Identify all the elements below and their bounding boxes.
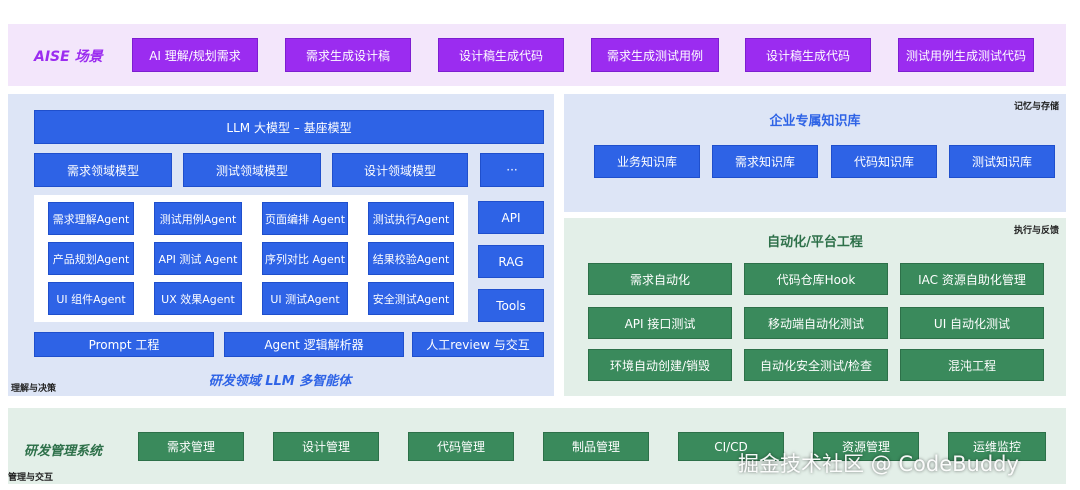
agent-1-1: 需求理解Agent — [48, 202, 134, 235]
agent-3-1: UI 组件Agent — [48, 282, 134, 315]
scene-item-5: 设计稿生成代码 — [745, 38, 871, 72]
scene-item-1: AI 理解/规划需求 — [132, 38, 258, 72]
auto-3-1: 环境自动创建/销毁 — [588, 349, 732, 381]
side-rag: RAG — [478, 245, 544, 278]
mgmt-title: 研发管理系统 — [24, 444, 103, 459]
auto-1-3: IAC 资源自助化管理 — [900, 263, 1044, 295]
kb-item-4: 测试知识库 — [949, 145, 1055, 178]
llm-base-model: LLM 大模型 – 基座模型 — [34, 110, 544, 144]
agent-1-2: 测试用例Agent — [154, 202, 242, 235]
mgmt-item-3: 代码管理 — [408, 432, 514, 461]
auto-1-1: 需求自动化 — [588, 263, 732, 295]
kb-item-1: 业务知识库 — [594, 145, 700, 178]
mgmt-item-4: 制品管理 — [543, 432, 649, 461]
agent-1-3: 页面编排 Agent — [262, 202, 348, 235]
kb-item-2: 需求知识库 — [712, 145, 818, 178]
agent-3-4: 安全测试Agent — [368, 282, 454, 315]
side-api: API — [478, 201, 544, 234]
agent-logic-parser: Agent 逻辑解析器 — [224, 332, 404, 357]
agent-3-3: UI 测试Agent — [262, 282, 348, 315]
agent-2-1: 产品规划Agent — [48, 242, 134, 275]
auto-2-1: API 接口测试 — [588, 307, 732, 339]
domain-model-1: 需求领域模型 — [34, 153, 172, 187]
domain-model-2: 测试领域模型 — [183, 153, 321, 187]
agent-2-2: API 测试 Agent — [154, 242, 242, 275]
auto-2-3: UI 自动化测试 — [900, 307, 1044, 339]
domain-model-3: 设计领域模型 — [332, 153, 468, 187]
kb-caption: 记忆与存储 — [1014, 102, 1060, 112]
automation-caption: 执行与反馈 — [1014, 226, 1060, 236]
auto-2-2: 移动端自动化测试 — [744, 307, 888, 339]
scene-item-2: 需求生成设计稿 — [285, 38, 411, 72]
kb-title: 企业专属知识库 — [769, 114, 861, 129]
auto-3-3: 混沌工程 — [900, 349, 1044, 381]
scene-item-4: 需求生成测试用例 — [591, 38, 719, 72]
watermark: 掘金技术社区 @ CodeBuddy — [738, 452, 1019, 476]
agent-2-3: 序列对比 Agent — [262, 242, 348, 275]
mgmt-item-7: 运维监控 — [948, 432, 1046, 461]
mgmt-item-2: 设计管理 — [273, 432, 379, 461]
domain-model-more: ··· — [480, 153, 544, 187]
mgmt-item-1: 需求管理 — [138, 432, 244, 461]
mgmt-item-5: CI/CD — [678, 432, 784, 461]
mgmt-item-6: 资源管理 — [813, 432, 919, 461]
auto-1-2: 代码仓库Hook — [744, 263, 888, 295]
kb-item-3: 代码知识库 — [831, 145, 937, 178]
human-review: 人工review 与交互 — [412, 332, 544, 357]
agent-1-4: 测试执行Agent — [368, 202, 454, 235]
prompt-engineering: Prompt 工程 — [34, 332, 214, 357]
scene-item-3: 设计稿生成代码 — [438, 38, 564, 72]
auto-3-2: 自动化安全测试/检查 — [744, 349, 888, 381]
automation-title: 自动化/平台工程 — [767, 235, 863, 250]
side-tools: Tools — [478, 289, 544, 322]
llm-panel-caption: 理解与决策 — [11, 384, 57, 394]
aise-scene-title: AISE 场景 — [34, 49, 103, 65]
mgmt-caption: 管理与交互 — [8, 473, 54, 483]
llm-panel-title: 研发领域 LLM 多智能体 — [208, 374, 352, 389]
agent-2-4: 结果校验Agent — [368, 242, 454, 275]
scene-item-6: 测试用例生成测试代码 — [898, 38, 1034, 72]
agent-3-2: UX 效果Agent — [154, 282, 242, 315]
